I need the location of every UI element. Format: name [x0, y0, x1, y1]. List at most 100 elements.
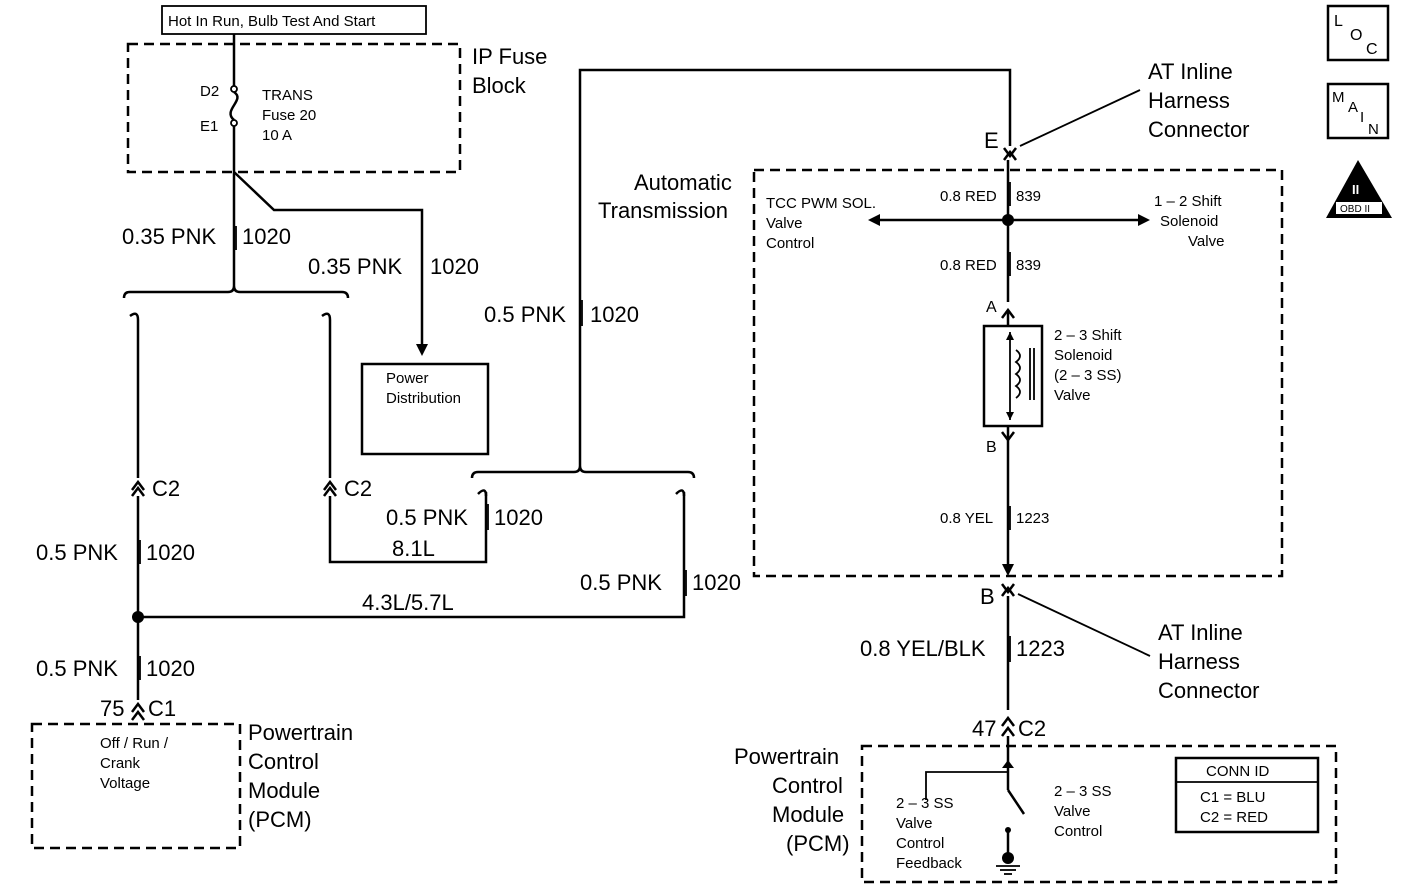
pcm-left-box: [30, 722, 242, 850]
vc-label-3: Control: [1054, 823, 1102, 840]
splice-bracket-mid: [470, 465, 696, 497]
obd-ii-icon: II OBD II: [1326, 160, 1392, 218]
wire-label-red-mid: 0.8 RED: [940, 257, 997, 274]
pcm-right-label-3: Module: [772, 802, 844, 827]
fb-label-4: Feedback: [896, 855, 962, 872]
wire-label-w6: 0.5 PNK: [580, 570, 662, 595]
power-distribution-label-2: Distribution: [386, 390, 461, 407]
pin-e1: E1: [200, 118, 218, 135]
wire-num-w3: 1020: [146, 540, 195, 565]
engine-label-81: 8.1L: [392, 536, 435, 561]
c1-label: C1: [148, 696, 176, 721]
power-distribution-box: Power Distribution: [360, 362, 490, 456]
connector-b-label: B: [980, 584, 995, 609]
conn-id-row2: C2 = RED: [1200, 809, 1268, 826]
harness-bottom-label-3: Connector: [1158, 678, 1260, 703]
solenoid-23-label-2: Solenoid: [1054, 347, 1112, 364]
loc-icon-l: L: [1334, 13, 1343, 30]
harness-bottom-label: AT Inline: [1158, 620, 1243, 645]
main-icon-m: M: [1332, 89, 1345, 106]
wire-label-yelblk: 0.8 YEL/BLK: [860, 636, 986, 661]
ground-icon: [996, 852, 1020, 875]
wire-label-red-top: 0.8 RED: [940, 188, 997, 205]
power-distribution-label: Power: [386, 370, 429, 387]
wire-label-yel: 0.8 YEL: [940, 510, 993, 527]
wire-num-w6: 1020: [692, 570, 741, 595]
wire-43-57l: [138, 492, 686, 619]
harness-top-label-3: Connector: [1148, 117, 1250, 142]
wire-num-w7: 1020: [146, 656, 195, 681]
tcc-label-3: Control: [766, 235, 814, 252]
solenoid-coil-icon: [1006, 332, 1035, 420]
auto-trans-label-2: Transmission: [598, 198, 728, 223]
fuse-icon: [229, 34, 239, 286]
wire-num-yel: 1223: [1016, 510, 1049, 527]
pcm-left-label-2: Control: [248, 749, 319, 774]
conn-id-row1: C1 = BLU: [1200, 789, 1265, 806]
harness-top-label: AT Inline: [1148, 59, 1233, 84]
harness-top-label-2: Harness: [1148, 88, 1230, 113]
connector-e-label: E: [984, 128, 999, 153]
fuse-name: TRANS: [262, 87, 313, 104]
c2-right-label: C2: [1018, 716, 1046, 741]
automatic-transmission-box: [752, 168, 1284, 578]
loc-icon-o: O: [1350, 27, 1362, 44]
fb-label-3: Control: [896, 835, 944, 852]
solenoid-23-label: 2 – 3 Shift: [1054, 327, 1122, 344]
ip-fuse-block-label: IP Fuse: [472, 44, 547, 69]
connector-b-lower: B: [980, 583, 1151, 657]
vc-label-2: Valve: [1054, 803, 1090, 820]
connector-c2-right: 47 C2: [972, 715, 1046, 741]
shift12-label-3: Valve: [1188, 233, 1224, 250]
tcc-label: TCC PWM SOL.: [766, 195, 876, 212]
fuse-rating: 10 A: [262, 127, 292, 144]
fuse-number: Fuse 20: [262, 107, 316, 124]
obd-label: OBD II: [1340, 204, 1370, 215]
main-icon-i: I: [1360, 109, 1364, 126]
conn-id-title: CONN ID: [1206, 763, 1270, 780]
pcm-left-label-4: (PCM): [248, 807, 312, 832]
pcm-left-inner-3: Voltage: [100, 775, 150, 792]
pcm-left-label-3: Module: [248, 778, 320, 803]
vc-label: 2 – 3 SS: [1054, 783, 1112, 800]
c2-left-label: C2: [152, 476, 180, 501]
c2-right-pin: 47: [972, 716, 996, 741]
shift12-label: 1 – 2 Shift: [1154, 193, 1222, 210]
fb-label-2: Valve: [896, 815, 932, 832]
c2-mid-label: C2: [344, 476, 372, 501]
wire-num-w2: 1020: [430, 254, 479, 279]
ip-fuse-block-label-2: Block: [472, 73, 527, 98]
pcm-right-label: Powertrain: [734, 744, 839, 769]
wire-label-w2: 0.35 PNK: [308, 254, 402, 279]
main-icon-n: N: [1368, 121, 1379, 138]
loc-icon-c: C: [1366, 41, 1378, 58]
obd-glyph: II: [1352, 182, 1359, 197]
loc-icon: L O C: [1326, 4, 1390, 62]
main-icon-a: A: [1348, 99, 1358, 116]
harness-bottom-label-2: Harness: [1158, 649, 1240, 674]
switch-icon: [925, 736, 1026, 856]
wire-label-w5: 0.5 PNK: [484, 302, 566, 327]
wire-to-e: [578, 68, 1012, 466]
pin-a: A: [986, 299, 997, 316]
main-icon: M A I N: [1326, 82, 1390, 140]
wire-label-w7: 0.5 PNK: [36, 656, 118, 681]
header-box-text: Hot In Run, Bulb Test And Start: [168, 13, 376, 30]
wire-label-w1: 0.35 PNK: [122, 224, 216, 249]
pcm-right-label-4: (PCM): [786, 831, 850, 856]
arrow-shift12: [1138, 214, 1150, 226]
wire-label-w3: 0.5 PNK: [36, 540, 118, 565]
connector-c1: 75 C1: [100, 696, 176, 721]
shift12-label-2: Solenoid: [1160, 213, 1218, 230]
pcm-left-label: Powertrain: [248, 720, 353, 745]
pcm-left-inner: Off / Run /: [100, 735, 169, 752]
wire-label-w4: 0.5 PNK: [386, 505, 468, 530]
solenoid-23-label-3: (2 – 3 SS): [1054, 367, 1122, 384]
solenoid-23-label-4: Valve: [1054, 387, 1090, 404]
header-box: Hot In Run, Bulb Test And Start: [161, 5, 427, 35]
wire-num-w4: 1020: [494, 505, 543, 530]
wire-8-1l: [328, 492, 488, 564]
engine-label-4357: 4.3L/5.7L: [362, 590, 454, 615]
pin-b: B: [986, 439, 997, 456]
